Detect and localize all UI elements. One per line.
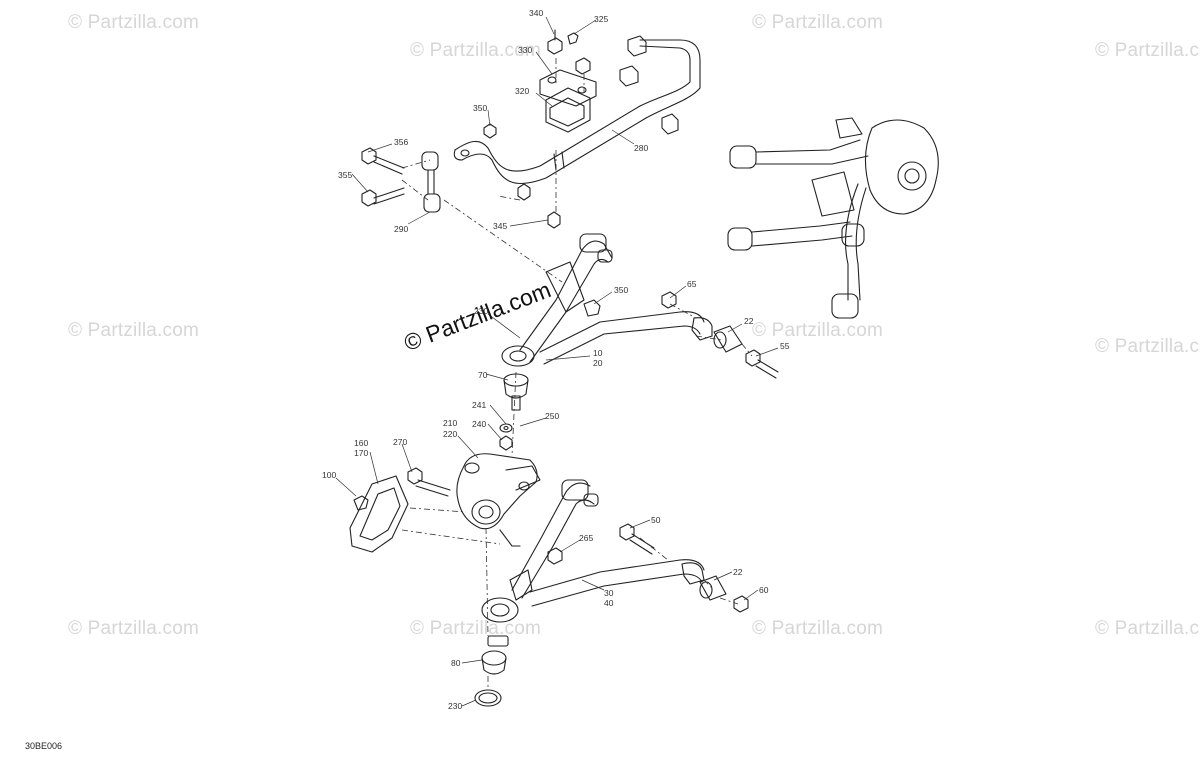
part-callout[interactable]: 330 [518, 45, 533, 55]
part-callout[interactable]: 250 [545, 411, 560, 421]
part-callout[interactable]: 50 [651, 515, 661, 525]
lower-arm-hardware [619, 523, 749, 613]
part-callout[interactable]: 340 [529, 8, 544, 18]
watermark: © Partzilla.com [752, 320, 884, 341]
part-callout[interactable]: 220 [443, 429, 458, 439]
part-callout[interactable]: 160 [354, 438, 369, 448]
part-callout[interactable]: 280 [634, 143, 649, 153]
lower-a-arm [481, 479, 705, 623]
watermark: © Partzilla.com [1095, 336, 1200, 357]
part-callout[interactable]: 230 [448, 701, 463, 711]
watermark: © Partzilla.com [410, 40, 542, 61]
part-callout[interactable]: 270 [393, 437, 408, 447]
part-callout[interactable]: 10 [593, 348, 603, 358]
watermark: © Partzilla.com [752, 12, 884, 33]
part-callout[interactable]: 345 [493, 221, 508, 231]
part-callout[interactable]: 350 [473, 103, 488, 113]
part-callout[interactable]: 350 [614, 285, 629, 295]
watermark: © Partzilla.com [1095, 40, 1200, 61]
part-callout[interactable]: 356 [394, 137, 409, 147]
brake-guard [349, 467, 451, 553]
watermark: © Partzilla.com [68, 618, 200, 639]
part-callout[interactable]: 20 [593, 358, 603, 368]
diagram-code: 30BE006 [25, 741, 63, 751]
knuckle [456, 453, 541, 547]
part-callout[interactable]: 265 [579, 533, 594, 543]
sway-bar [453, 39, 701, 185]
part-callout[interactable]: 290 [394, 224, 409, 234]
watermark: © Partzilla.com [68, 320, 200, 341]
bushing-clamp [539, 69, 597, 133]
part-callout[interactable]: 80 [451, 658, 461, 668]
upper-arm-hardware [661, 291, 779, 379]
trailing-arm-assembly [727, 117, 939, 319]
part-callout[interactable]: 320 [515, 86, 530, 96]
upper-a-arm [501, 233, 713, 367]
sway-bar-link [361, 147, 441, 213]
watermark: © Partzilla.com [68, 12, 200, 33]
part-callout[interactable]: 55 [780, 341, 790, 351]
part-callout[interactable]: 70 [478, 370, 488, 380]
part-callout[interactable]: 22 [733, 567, 743, 577]
part-callout[interactable]: 65 [687, 279, 697, 289]
watermark: © Partzilla.com [410, 618, 542, 639]
part-callout[interactable]: 40 [604, 598, 614, 608]
top-hardware [483, 29, 679, 229]
upper-ball-joint [499, 373, 529, 451]
part-callout[interactable]: 60 [759, 585, 769, 595]
part-callout[interactable]: 325 [594, 14, 609, 24]
lower-ball-joint [474, 635, 509, 707]
part-callout[interactable]: 355 [338, 170, 353, 180]
part-callout[interactable]: 241 [472, 400, 487, 410]
part-callout[interactable]: 210 [443, 418, 458, 428]
watermark: © Partzilla.com [1095, 618, 1200, 639]
part-callout[interactable]: 100 [322, 470, 337, 480]
part-callout[interactable]: 170 [354, 448, 369, 458]
part-callout[interactable]: 230 [474, 306, 489, 316]
part-callout[interactable]: 22 [744, 316, 754, 326]
part-callout[interactable]: 240 [472, 419, 487, 429]
watermark: © Partzilla.com [752, 618, 884, 639]
part-callout[interactable]: 30 [604, 588, 614, 598]
